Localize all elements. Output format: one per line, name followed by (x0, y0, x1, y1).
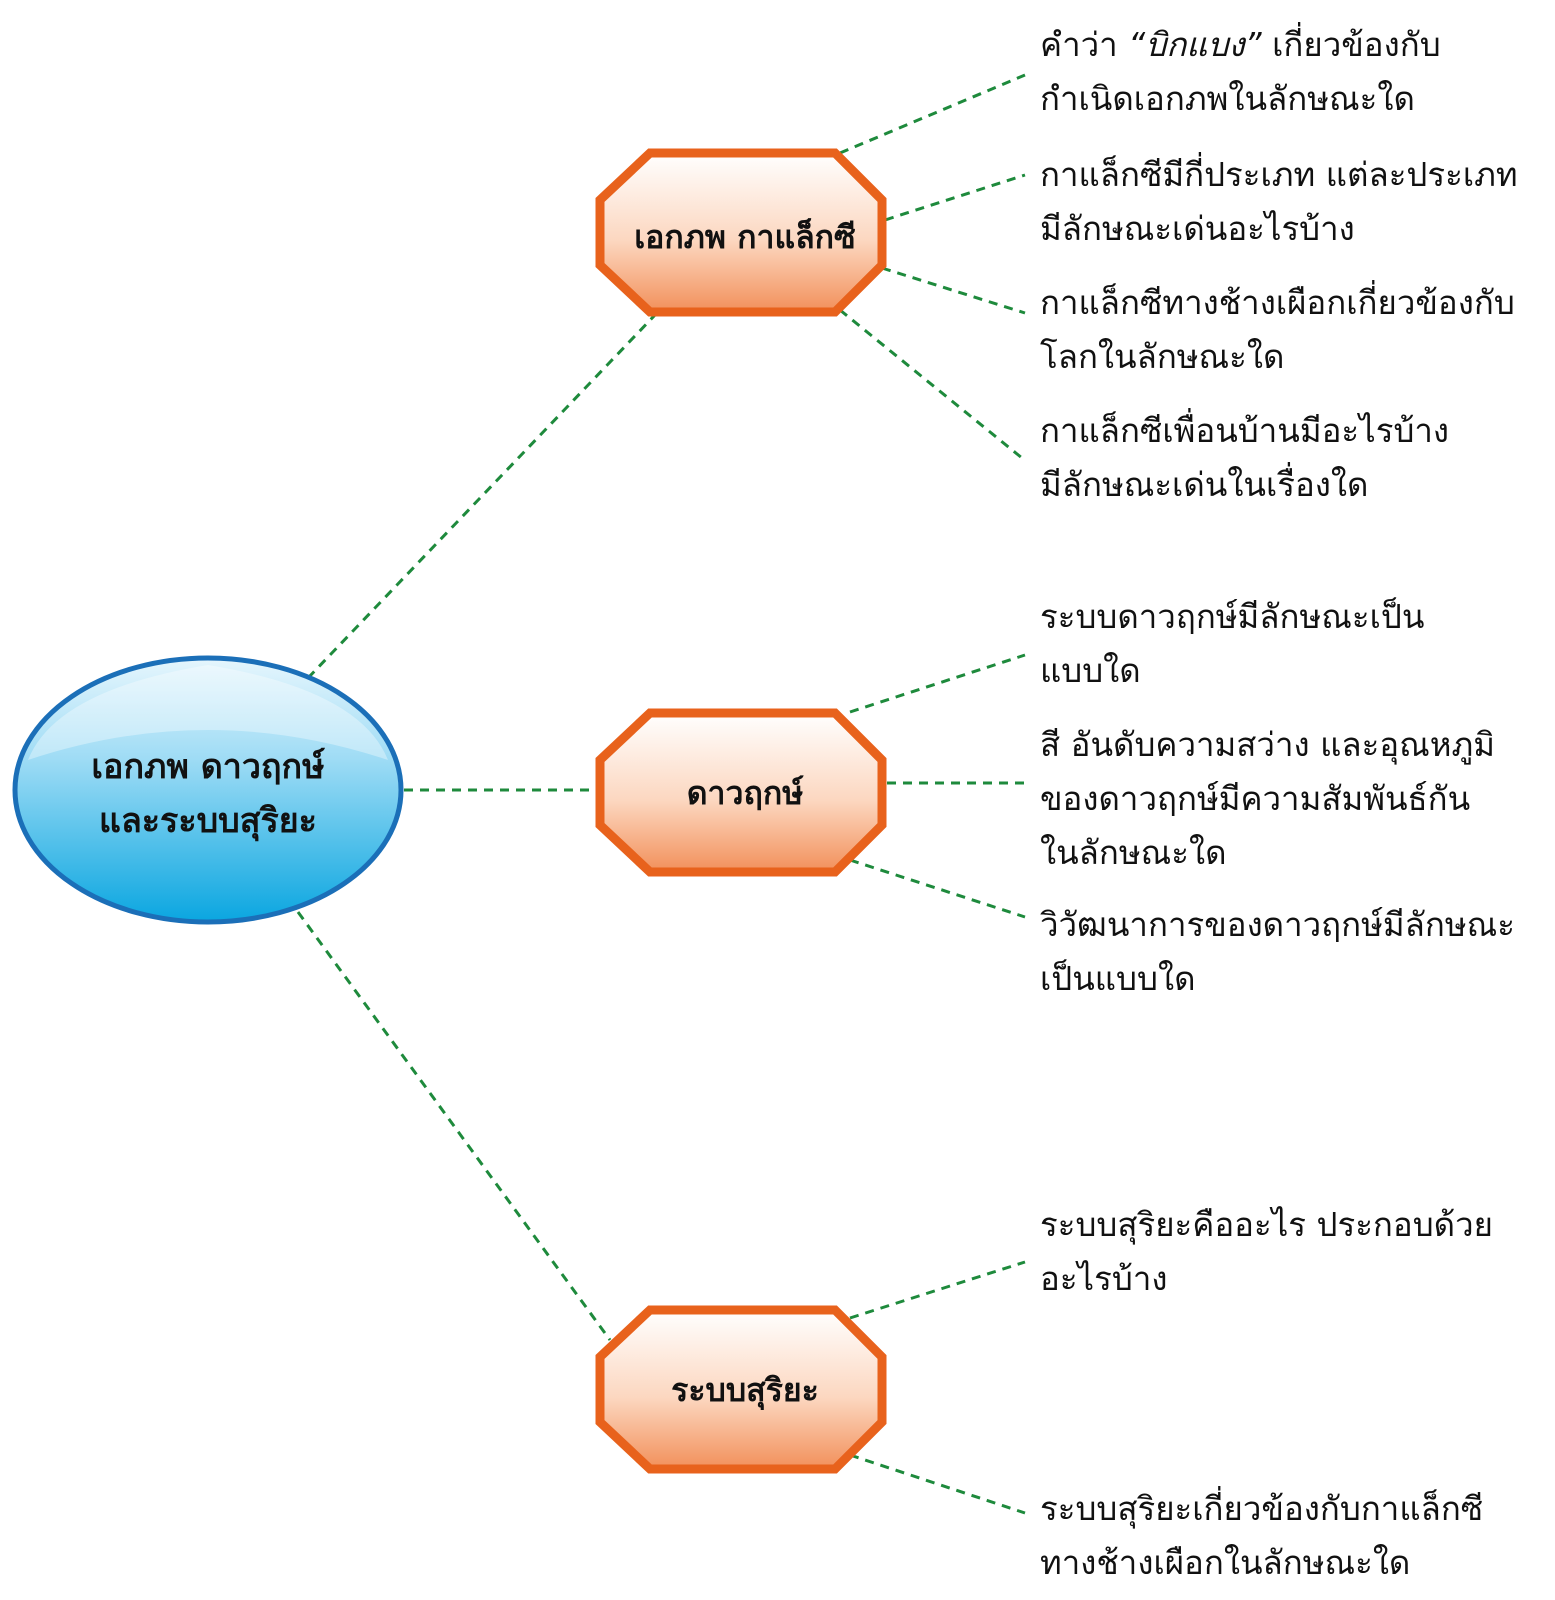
question-line: กำเนิดเอกภพในลักษณะใด (1040, 79, 1415, 118)
connector-galaxy-q4 (839, 308, 1023, 460)
question-line: ของดาวฤกษ์มีความสัมพันธ์กัน (1040, 779, 1471, 818)
connector-galaxy-q2 (884, 173, 1026, 222)
topic-node-star: ดาวฤกษ์ (595, 708, 887, 877)
connector-center-to-galaxy (306, 313, 657, 680)
question-italic-term: “บิกแบง” (1128, 25, 1262, 64)
question-line: วิวัฒนาการของดาวฤกษ์มีลักษณะ (1040, 905, 1515, 944)
center-title-line2: และระบบสุริยะ (99, 801, 317, 842)
question-star-3: วิวัฒนาการของดาวฤกษ์มีลักษณะ เป็นแบบใด (1040, 898, 1540, 1006)
question-line: คำว่า (1040, 25, 1129, 64)
question-line: ในลักษณะใด (1040, 833, 1227, 872)
center-title-line1: เอกภพ ดาวฤกษ์ (91, 747, 325, 787)
connector-solar-q1 (849, 1260, 1026, 1320)
connector-star-q3 (849, 858, 1026, 919)
question-galaxy-1: คำว่า “บิกแบง” เกี่ยวข้องกับ กำเนิดเอกภพ… (1040, 18, 1540, 126)
center-node: เอกภพ ดาวฤกษ์ และระบบสุริยะ (12, 655, 404, 925)
question-line: กาแล็กซีทางช้างเผือกเกี่ยวข้องกับ (1040, 283, 1515, 322)
question-line: อะไรบ้าง (1040, 1259, 1168, 1298)
question-line: กาแล็กซีเพื่อนบ้านมีอะไรบ้าง (1040, 411, 1450, 450)
topic-title: ดาวฤกษ์ (687, 774, 804, 812)
topic-node-galaxy: เอกภพ กาแล็กซี (595, 148, 887, 317)
connector-star-q1 (849, 653, 1026, 714)
question-line: มีลักษณะเด่นในเรื่องใด (1040, 465, 1369, 504)
question-line: ทางช้างเผือกในลักษณะใด (1040, 1543, 1411, 1582)
question-line: โลกในลักษณะใด (1040, 337, 1285, 376)
connector-center-to-solar (296, 911, 612, 1341)
question-line: ระบบสุริยะคืออะไร ประกอบด้วย (1040, 1205, 1493, 1244)
question-star-1: ระบบดาวฤกษ์มีลักษณะเป็น แบบใด (1040, 590, 1540, 698)
connector-galaxy-q3 (881, 266, 1026, 315)
question-galaxy-2: กาแล็กซีมีกี่ประเภท แต่ละประเภท มีลักษณะ… (1040, 148, 1540, 256)
question-line: มีลักษณะเด่นอะไรบ้าง (1040, 209, 1355, 248)
topic-node-solar: ระบบสุริยะ (595, 1305, 887, 1474)
question-line: ระบบสุริยะเกี่ยวข้องกับกาแล็กซี (1040, 1489, 1484, 1528)
question-line: ระบบดาวฤกษ์มีลักษณะเป็น (1040, 597, 1425, 636)
question-line: เป็นแบบใด (1040, 959, 1196, 998)
topic-title: ระบบสุริยะ (671, 1371, 819, 1411)
question-galaxy-4: กาแล็กซีเพื่อนบ้านมีอะไรบ้าง มีลักษณะเด่… (1040, 404, 1540, 512)
question-solar-2: ระบบสุริยะเกี่ยวข้องกับกาแล็กซี ทางช้างเ… (1040, 1482, 1540, 1590)
question-line: กาแล็กซีมีกี่ประเภท แต่ละประเภท (1040, 155, 1518, 194)
question-star-2: สี อันดับความสว่าง และอุณหภูมิ ของดาวฤกษ… (1040, 718, 1540, 880)
connector-galaxy-q1 (839, 73, 1026, 155)
connector-solar-q2 (849, 1453, 1026, 1515)
question-line: แบบใด (1040, 651, 1141, 690)
question-line: เกี่ยวข้องกับ (1261, 25, 1441, 64)
question-galaxy-3: กาแล็กซีทางช้างเผือกเกี่ยวข้องกับ โลกในล… (1040, 276, 1540, 384)
topic-title: เอกภพ กาแล็กซี (634, 217, 856, 256)
question-line: สี อันดับความสว่าง และอุณหภูมิ (1040, 725, 1495, 764)
question-solar-1: ระบบสุริยะคืออะไร ประกอบด้วย อะไรบ้าง (1040, 1198, 1540, 1306)
